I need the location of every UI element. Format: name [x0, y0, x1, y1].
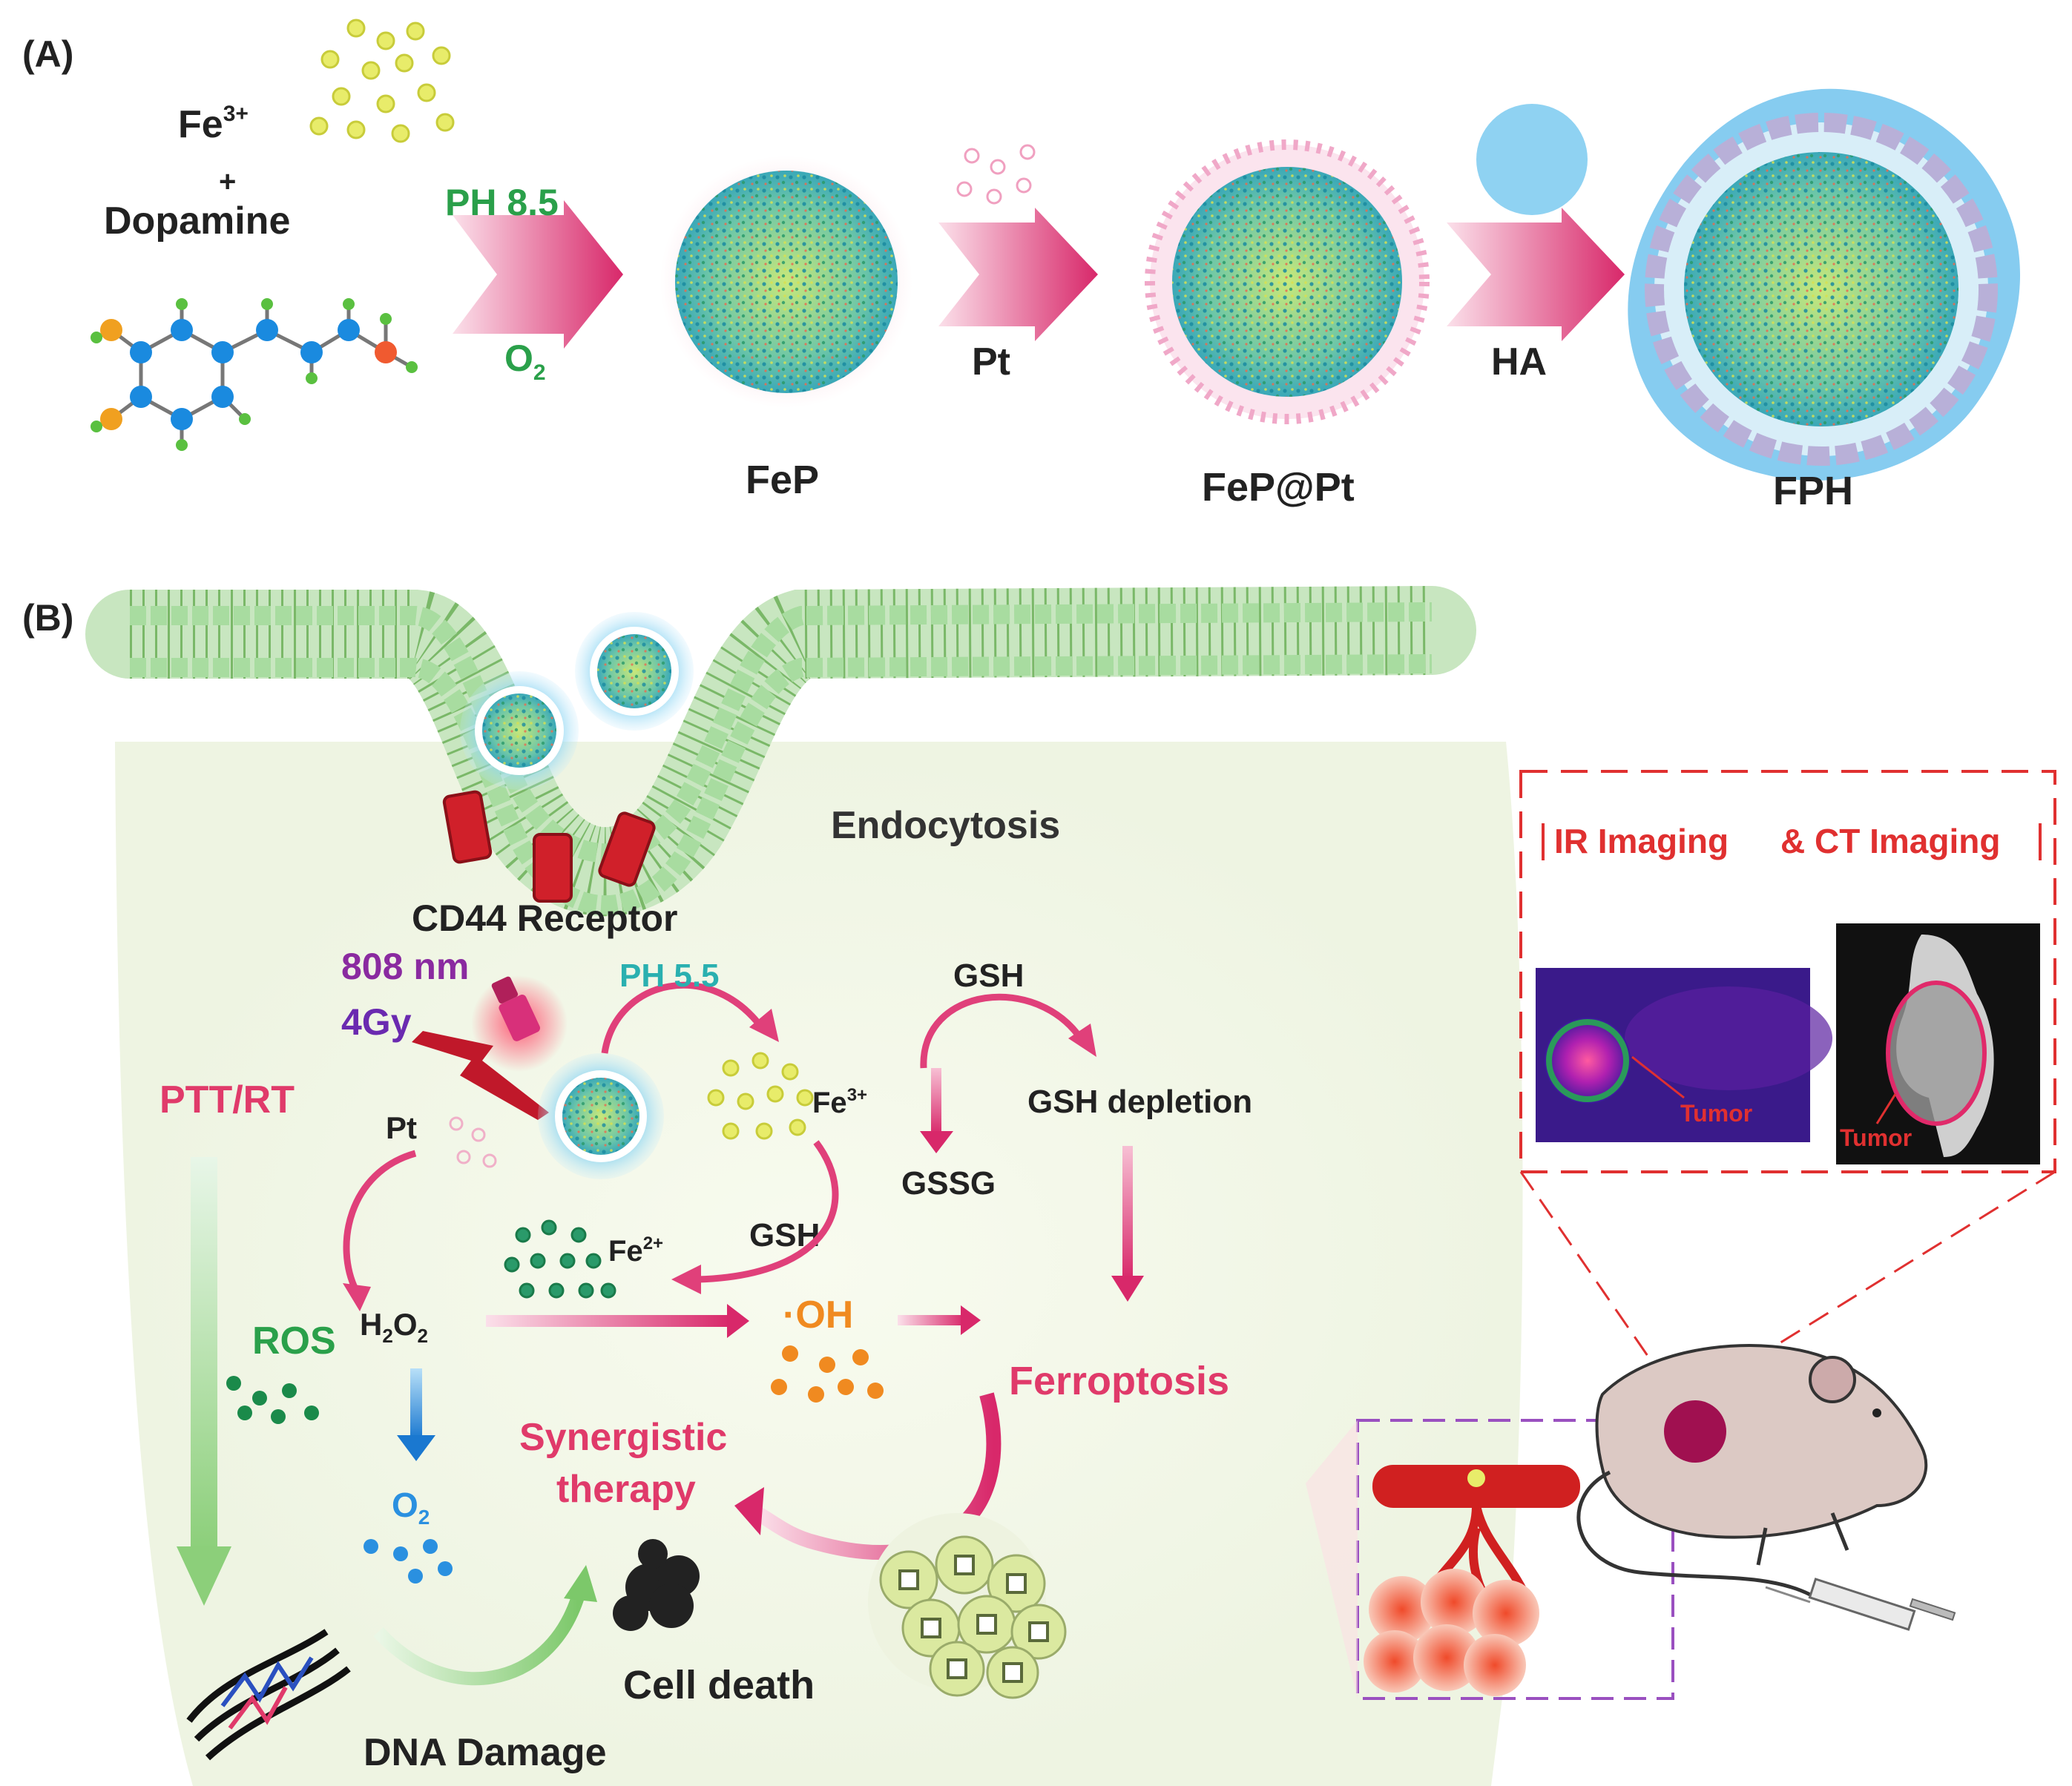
cd44-receptor-icon: [442, 790, 656, 903]
ph-release-arrowhead: [749, 1009, 779, 1042]
step1-arrow: [453, 200, 623, 349]
ph55-label: PH 5.5: [619, 958, 720, 994]
laser-device-icon: [471, 975, 568, 1072]
fep-nanoparticle-icon: [660, 156, 912, 408]
entering-nanoparticle-2-icon: [575, 612, 694, 731]
fe-reduction-arrowhead: [671, 1265, 701, 1294]
o2-label: O2: [392, 1486, 430, 1529]
ir-tumor-label: Tumor: [1680, 1100, 1752, 1127]
fe2-dots-icon: [504, 1219, 616, 1299]
gssg-down-arrowhead: [920, 1131, 953, 1153]
ir-imaging-title: IR Imaging: [1554, 822, 1729, 860]
intracellular-nanoparticle-icon: [538, 1053, 664, 1179]
ct-imaging-title: & CT Imaging: [1780, 822, 2000, 860]
panel-a-label: (A): [22, 33, 73, 75]
ferroptosis-feedback-arrowhead: [734, 1487, 764, 1535]
ptt-down-arrow: [191, 1157, 217, 1550]
imaging-inset-frame: [1519, 770, 2056, 1173]
ros-label: ROS: [252, 1319, 336, 1362]
step2-pt-label: Pt: [972, 340, 1010, 383]
oh-ferroptosis-arrowhead: [961, 1305, 981, 1335]
pt-catalysis-arrow: [343, 1150, 417, 1293]
fep-label: FeP: [746, 458, 819, 502]
dna-damage-label: DNA Damage: [364, 1731, 607, 1774]
fe-reduction-arrow: [697, 1140, 839, 1283]
dopamine-label: Dopamine: [104, 200, 290, 243]
pt-particles-icon: [956, 144, 1036, 205]
dopamine-atoms-icon: [91, 298, 418, 451]
h2o2-label: H2O2: [360, 1307, 428, 1347]
oh-ferroptosis-arrow: [898, 1315, 964, 1325]
ferroptosis-down-arrow: [1122, 1146, 1133, 1279]
panel-b-label: (B): [22, 597, 73, 639]
oxygen-cell-death-arrowhead: [564, 1565, 597, 1602]
pt-intracell-particles-icon: [449, 1116, 497, 1168]
fep-pt-label: FeP@Pt: [1202, 465, 1355, 510]
lightning-bolt-icon: [412, 1031, 549, 1120]
oxygen-down-arrowhead: [397, 1435, 435, 1461]
pt-catalysis-arrowhead: [343, 1283, 371, 1311]
gsh-top-label: GSH: [953, 958, 1024, 994]
ferroptosis-down-arrowhead: [1111, 1276, 1144, 1302]
ha-blob-icon: [1476, 104, 1588, 215]
gsh-depletion-label: GSH depletion: [1027, 1084, 1252, 1120]
gsh-depletion-arrow: [920, 993, 1086, 1069]
ros-dots-icon: [226, 1376, 319, 1424]
ir-image: Tumor: [1536, 968, 1832, 1142]
ferroptosis-label: Ferroptosis: [1009, 1359, 1229, 1403]
ct-image: Tumor: [1836, 923, 2040, 1164]
cell-body: [115, 742, 1523, 1786]
cell-cluster-icon: [868, 1513, 1067, 1699]
tissue-pointer: [1306, 1420, 1358, 1698]
gsh-depletion-arrowhead: [1068, 1024, 1096, 1057]
tumor-cells-icon: [1364, 1569, 1539, 1696]
fenton-arrow: [486, 1315, 731, 1327]
ct-tumor-label: Tumor: [1840, 1124, 1912, 1151]
dose-label: 4Gy: [341, 1001, 412, 1043]
fe3-intracell-dots-icon: [707, 1052, 814, 1140]
ptt-rt-label: PTT/RT: [159, 1078, 295, 1121]
gssg-label: GSSG: [901, 1165, 996, 1202]
zoom-line-left: [1519, 1171, 1671, 1388]
fph-nanoparticle-icon: [1628, 88, 2021, 481]
step1-ph-label: PH 8.5: [445, 182, 559, 223]
endocytosis-label: Endocytosis: [831, 804, 1060, 847]
oxygen-cell-death-arrow: [373, 1592, 585, 1686]
step1-o2-label: O2: [504, 337, 546, 385]
mouse-icon: [1576, 1344, 1928, 1597]
cell-death-label: Cell death: [623, 1663, 815, 1707]
oh-dots-icon: [771, 1345, 884, 1403]
synergistic-label: Synergistic: [519, 1416, 727, 1459]
laser-label: 808 nm: [341, 946, 469, 987]
ptt-down-arrowhead: [177, 1546, 231, 1606]
step3-ha-label: HA: [1491, 340, 1547, 383]
dead-cell-icon: [613, 1539, 700, 1631]
fph-label: FPH: [1773, 469, 1853, 513]
plus-sign: +: [219, 165, 236, 198]
fep-pt-nanoparticle-icon: [1145, 139, 1430, 424]
pt-intracell-label: Pt: [386, 1110, 417, 1145]
fe2-label: Fe2+: [608, 1233, 663, 1268]
dna-icon: [186, 1629, 351, 1761]
fe3-intracell-label: Fe3+: [812, 1085, 867, 1119]
fenton-arrowhead: [727, 1304, 749, 1338]
step3-arrow: [1447, 208, 1625, 341]
fe3-dots-icon: [309, 19, 455, 143]
dopamine-molecule-icon: [95, 304, 413, 445]
oxygen-down-arrow: [410, 1368, 422, 1439]
fe3-label: Fe3+: [178, 102, 249, 146]
step2-arrow: [938, 208, 1098, 341]
therapy-label: therapy: [556, 1468, 696, 1511]
o2-dots-icon: [364, 1539, 453, 1584]
ph-release-arrow: [601, 981, 767, 1054]
gssg-down-arrow: [931, 1068, 941, 1135]
cd44-label: CD44 Receptor: [412, 897, 677, 939]
oh-radical-label: ·OH: [783, 1294, 853, 1337]
entering-nanoparticle-icon: [460, 671, 579, 790]
syringe-icon: [1765, 1578, 1956, 1631]
